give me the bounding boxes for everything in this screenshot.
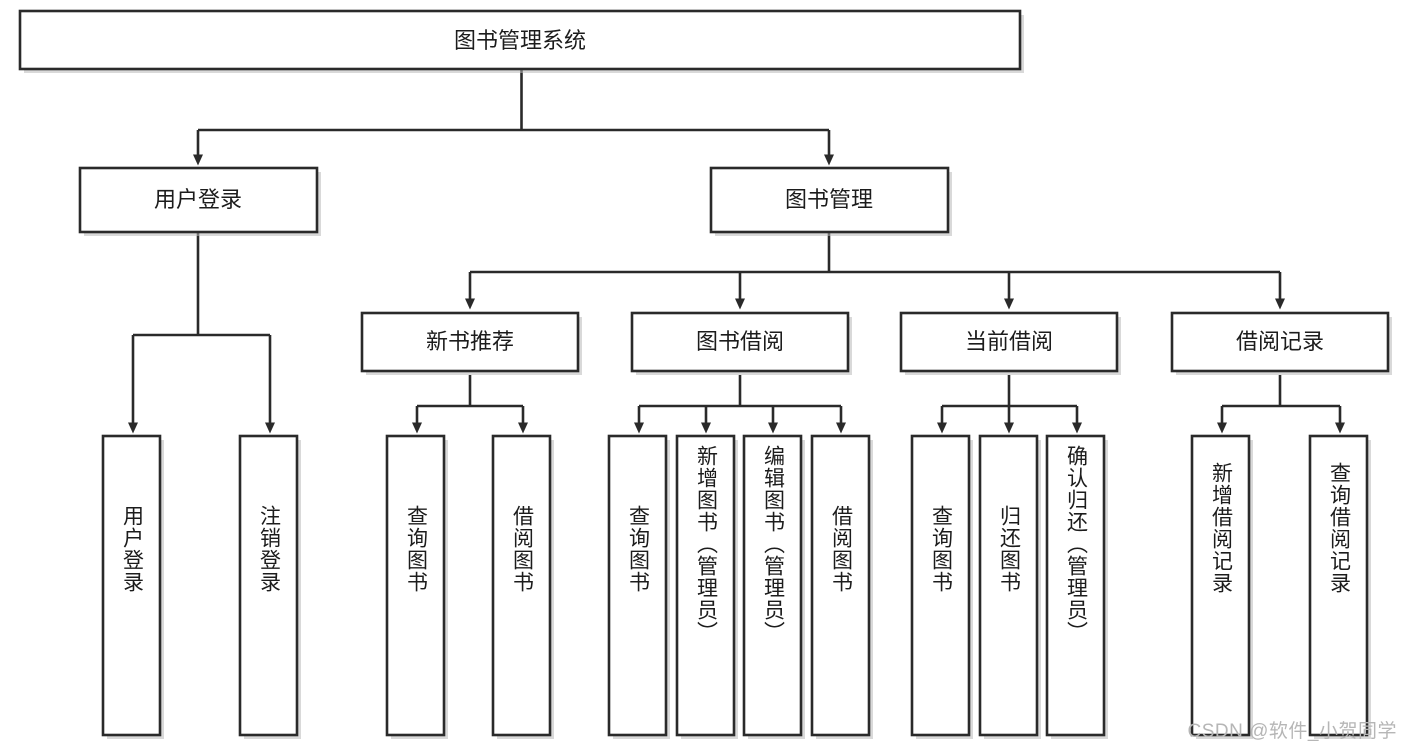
node-leaf-confirm-return[interactable] <box>1045 434 1108 739</box>
node-leaf-query-book-1[interactable] <box>385 434 448 739</box>
node-book-manage[interactable]: 图书管理 <box>709 166 952 236</box>
node-leaf-logout[interactable] <box>238 434 301 739</box>
node-leaf-return-book[interactable] <box>978 434 1041 739</box>
node-book-borrow[interactable]: 图书借阅 <box>630 311 852 375</box>
node-leaf-query-book-2[interactable] <box>607 434 670 739</box>
node-leaf-add-record[interactable] <box>1190 434 1253 739</box>
node-user-login[interactable]: 用户登录 <box>78 166 321 236</box>
node-root-label: 图书管理系统 <box>454 28 586 53</box>
node-leaf-query-book-3[interactable] <box>910 434 973 739</box>
node-borrow-record-label: 借阅记录 <box>1236 329 1324 354</box>
node-current-borrow-label: 当前借阅 <box>965 329 1053 354</box>
node-root[interactable]: 图书管理系统 <box>18 9 1024 73</box>
node-leaf-borrow-book-2[interactable] <box>810 434 873 739</box>
node-leaf-edit-book[interactable] <box>742 434 805 739</box>
edges-layer <box>128 69 1345 434</box>
node-leaf-user-login[interactable] <box>101 434 164 739</box>
node-new-book-recommend-label: 新书推荐 <box>426 329 514 354</box>
node-new-book-recommend[interactable]: 新书推荐 <box>360 311 582 375</box>
node-leaf-query-record[interactable] <box>1308 434 1371 739</box>
node-book-borrow-label: 图书借阅 <box>696 329 784 354</box>
node-book-manage-label: 图书管理 <box>785 187 873 212</box>
node-leaf-borrow-book-1[interactable] <box>491 434 554 739</box>
node-user-login-label: 用户登录 <box>154 187 242 212</box>
csdn-watermark: CSDN @软件_小贺同学 <box>1187 721 1397 742</box>
node-borrow-record[interactable]: 借阅记录 <box>1170 311 1392 375</box>
node-leaf-add-book[interactable] <box>675 434 738 739</box>
node-current-borrow[interactable]: 当前借阅 <box>899 311 1121 375</box>
